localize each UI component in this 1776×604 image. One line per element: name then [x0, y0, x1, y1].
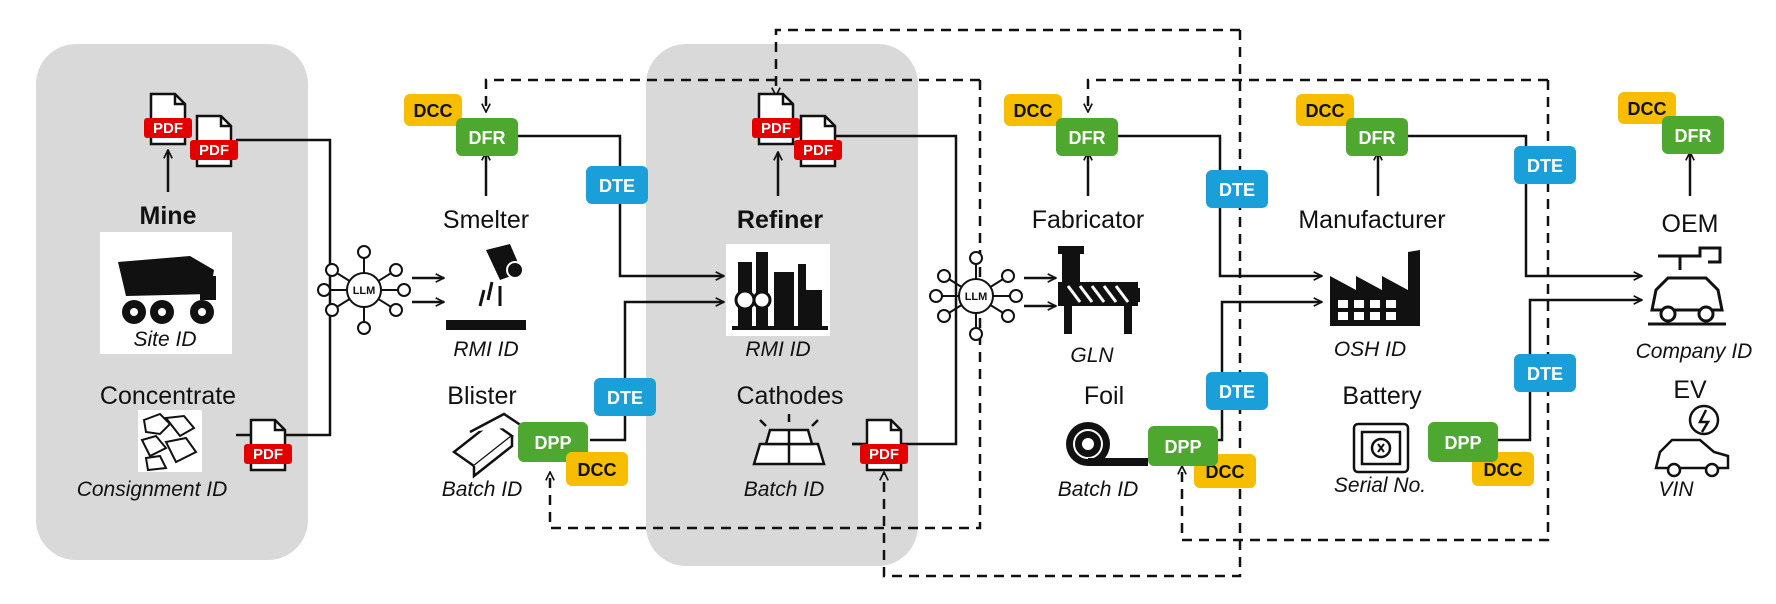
foil-roll-icon [1066, 422, 1148, 466]
factory-icon [1330, 250, 1420, 326]
electric-car-icon [1654, 404, 1730, 478]
smelter-dfr-tag: DFR [456, 118, 518, 156]
dpp-label: DPP [534, 433, 571, 453]
manufacturer-dfr-to-oem-line [1380, 134, 1642, 276]
fabricator-dfr-tag: DFR [1056, 118, 1118, 156]
dpp-label: DPP [1444, 433, 1481, 453]
battery-id-label: Serial No. [1334, 474, 1426, 497]
cathodes-label: Cathodes [736, 382, 843, 410]
oem-label: OEM [1662, 210, 1719, 238]
manufacturer-label: Manufacturer [1298, 206, 1445, 234]
ore-rocks-icon [140, 412, 198, 472]
smelter-dfr-feedback [486, 78, 980, 112]
dfr-label: DFR [1675, 126, 1712, 146]
pdf-label: PDF [199, 142, 229, 159]
pdf-label: PDF [153, 120, 183, 137]
solid-connectors [168, 134, 1690, 446]
dcc-label: DCC [1306, 101, 1345, 121]
pdf-label: PDF [253, 446, 283, 463]
manufacturer-id-label: OSH ID [1334, 338, 1406, 361]
fabricator-label: Fabricator [1032, 206, 1145, 234]
fabricator-dcc-loop [1182, 80, 1550, 542]
dte-tag-manufacturer: DTE [1514, 146, 1576, 184]
battery-dpp-tag: DPP [1428, 422, 1498, 462]
smelter-dcc-tag: DCC [404, 94, 462, 126]
refiner-label: Refiner [737, 206, 823, 234]
car-assembly-icon [1648, 246, 1726, 326]
llm-hub-icon [317, 245, 411, 335]
foil-id-label: Batch ID [1058, 478, 1139, 501]
llm-label: LLM [353, 285, 376, 297]
mine-label: Mine [140, 202, 197, 230]
oem-dcc-tag: DCC [1618, 92, 1676, 124]
manufacturer-dcc-tag: DCC [1296, 94, 1354, 126]
dte-label: DTE [1219, 382, 1255, 402]
dte-tag-battery: DTE [1514, 354, 1576, 392]
pdf-label: PDF [869, 446, 899, 463]
fabricator-dcc-tag: DCC [1004, 94, 1062, 126]
foil-dpp-to-manufacturer-line [1212, 302, 1322, 442]
dte-tag-foil: DTE [1206, 372, 1268, 410]
battery-cell-icon [1352, 422, 1410, 474]
blister-label: Blister [447, 382, 516, 410]
fabricator-id-label: GLN [1070, 344, 1114, 367]
refinery-plant-icon [732, 252, 828, 330]
ev-label: EV [1673, 376, 1707, 404]
smelter-id-label: RMI ID [453, 338, 518, 361]
concentrate-label: Concentrate [100, 382, 236, 410]
dcc-label: DCC [578, 460, 617, 480]
llm-hub-icon [929, 251, 1023, 341]
pdf-label: PDF [803, 142, 833, 159]
fabricator-dfr-feedback [1088, 78, 1548, 112]
cathodes-pdf: PDF [858, 418, 910, 472]
dte-tag-blister: DTE [594, 378, 656, 416]
extruder-machine-icon [1058, 246, 1140, 334]
dte-tag-smelter: DTE [586, 166, 648, 204]
oem-id-label: Company ID [1636, 340, 1753, 363]
dfr-label: DFR [1359, 128, 1396, 148]
blister-dpp-to-refiner-line [590, 302, 724, 442]
dte-label: DTE [599, 176, 635, 196]
dte-label: DTE [1219, 180, 1255, 200]
concentrate-pdf: PDF [242, 418, 294, 472]
consignment-id-label: Consignment ID [77, 478, 228, 501]
dcc-label: DCC [1484, 460, 1523, 480]
dfr-label: DFR [1069, 128, 1106, 148]
foil-label: Foil [1084, 382, 1124, 410]
dte-label: DTE [1527, 156, 1563, 176]
dte-label: DTE [1527, 364, 1563, 384]
smelter-ladle-icon [446, 244, 526, 330]
pdf-label: PDF [761, 120, 791, 137]
mining-truck-icon [118, 256, 216, 324]
dcc-label: DCC [1206, 462, 1245, 482]
cathodes-id-label: Batch ID [744, 478, 825, 501]
site-id-label: Site ID [133, 328, 196, 351]
dfr-label: DFR [469, 128, 506, 148]
refiner-id-label: RMI ID [745, 338, 810, 361]
dcc-label: DCC [1628, 99, 1667, 119]
metal-bars-icon [451, 412, 523, 479]
smelter-label: Smelter [443, 206, 529, 234]
manufacturer-dfr-tag: DFR [1346, 118, 1408, 156]
cathode-bars-icon [752, 414, 826, 466]
ev-id-label: VIN [1658, 478, 1694, 501]
blister-id-label: Batch ID [442, 478, 523, 501]
llm-label: LLM [965, 291, 988, 303]
dte-label: DTE [607, 388, 643, 408]
refiner-pdf-stack: PDF PDF [750, 92, 844, 168]
battery-label: Battery [1342, 382, 1422, 410]
mine-pdf-stack: PDF PDF [142, 92, 240, 168]
smelter-dfr-to-refiner-line [517, 134, 724, 276]
foil-dpp-tag: DPP [1148, 426, 1218, 466]
dcc-label: DCC [1014, 101, 1053, 121]
blister-dpp-tag: DPP [518, 422, 588, 462]
refiner-dfr-feedback [776, 28, 1240, 96]
refiner-dcc-loop [884, 30, 1242, 578]
dcc-label: DCC [414, 101, 453, 121]
dte-tag-fabricator: DTE [1206, 170, 1268, 208]
blister-dcc-tag: DCC [566, 452, 628, 486]
dpp-label: DPP [1164, 437, 1201, 457]
oem-dfr-tag: DFR [1662, 116, 1724, 154]
